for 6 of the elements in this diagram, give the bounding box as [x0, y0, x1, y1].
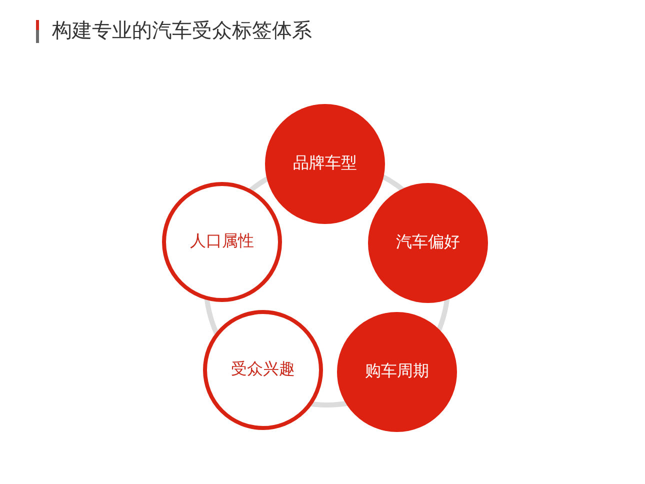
circle-label: 受众兴趣	[231, 360, 295, 380]
title: 构建专业的汽车受众标签体系	[52, 19, 312, 43]
circle-label: 购车周期	[365, 362, 429, 382]
circle-label: 品牌车型	[293, 154, 357, 174]
circle-label: 人口属性	[190, 232, 254, 252]
circle-label: 汽车偏好	[396, 233, 460, 253]
